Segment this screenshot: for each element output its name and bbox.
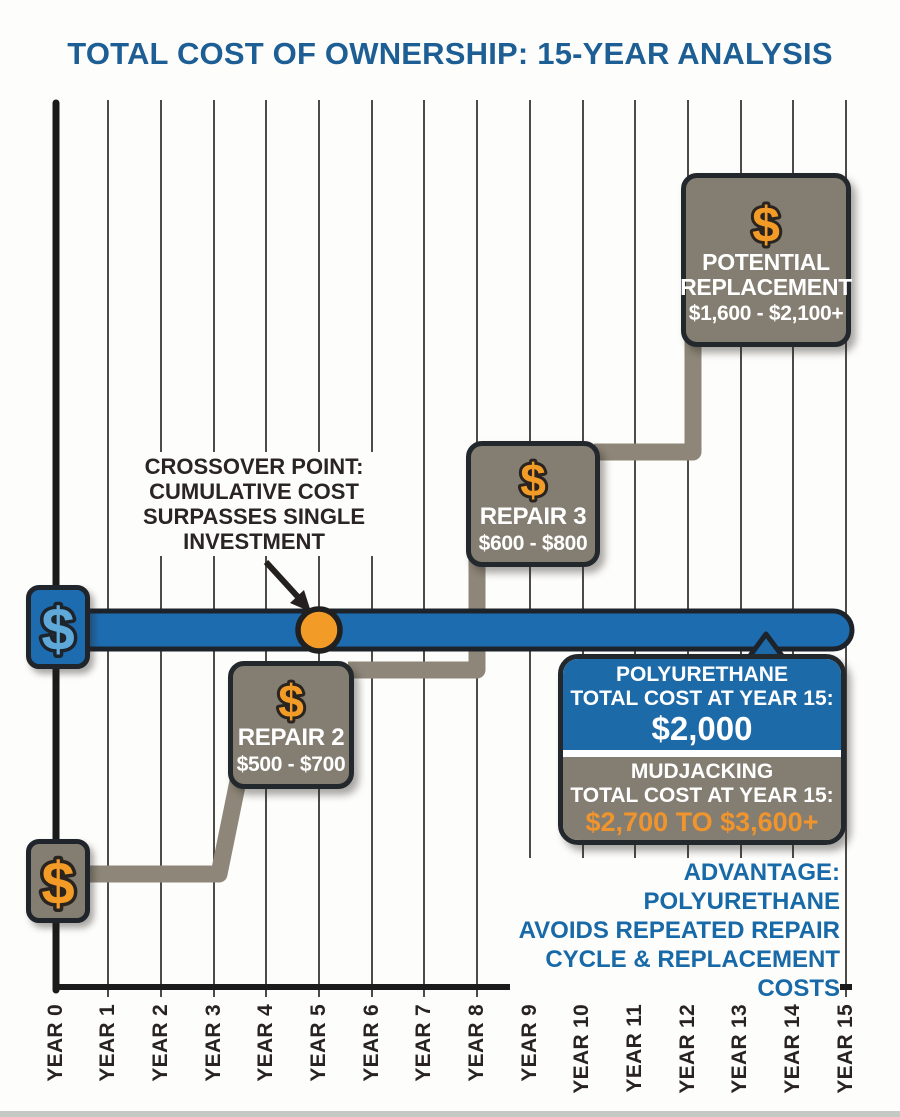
svg-text:$: $	[520, 454, 546, 504]
replacement-title-line1: POTENTIAL	[702, 248, 830, 275]
mudjacking-label: TOTAL COST AT YEAR 15:	[570, 784, 834, 807]
x-axis-label-year-5: YEAR 5	[307, 1004, 330, 1082]
x-axis-label-year-12: YEAR 12	[676, 1004, 699, 1094]
summary-divider	[563, 750, 841, 757]
mudjacking-summary-section: MUDJACKING TOTAL COST AT YEAR 15: $2,700…	[563, 757, 841, 840]
x-axis-label-year-4: YEAR 4	[254, 1004, 277, 1082]
x-axis-label-year-13: YEAR 13	[728, 1004, 751, 1094]
mudjacking-start-badge: $	[26, 839, 90, 923]
repair-2-title: REPAIR 2	[237, 723, 345, 751]
replacement-cost-range: $1,600 - $2,100+	[688, 302, 844, 326]
x-axis-label-year-8: YEAR 8	[465, 1004, 488, 1082]
crossover-arrow-icon	[263, 559, 311, 612]
repair-3-callout: $ REPAIR 3 $600 - $800	[466, 441, 600, 567]
year-15-cost-summary: POLYURETHANE TOTAL COST AT YEAR 15: $2,0…	[558, 654, 846, 845]
advantage-line-2: AVOIDS REPEATED REPAIR	[518, 917, 840, 944]
polyurethane-bar	[55, 608, 855, 652]
crossover-line-1: CROSSOVER POINT:	[144, 454, 364, 479]
crossover-point-marker	[295, 606, 343, 654]
dollar-icon: $	[517, 452, 549, 504]
mudjacking-name: MUDJACKING	[630, 760, 774, 783]
replacement-title-line2: REPLACEMENT	[680, 274, 852, 300]
polyurethane-name: POLYURETHANE	[616, 662, 788, 686]
crossover-line-4: INVESTMENT	[183, 529, 325, 554]
mudjacking-total-value: $2,700 TO $3,600+	[585, 807, 819, 837]
x-axis-label-year-0: YEAR 0	[44, 1004, 67, 1082]
crossover-line-2: CUMULATIVE COST	[149, 479, 359, 504]
x-axis-label-year-6: YEAR 6	[360, 1004, 383, 1082]
bottom-edge-strip	[0, 1111, 900, 1117]
crossover-line-3: SURPASSES SINGLE	[142, 504, 366, 529]
advantage-line-1: ADVANTAGE: POLYURETHANE	[643, 859, 840, 915]
repair-2-cost-range: $500 - $700	[236, 753, 346, 777]
repair-3-title: REPAIR 3	[479, 502, 587, 530]
dollar-icon: $	[275, 673, 307, 725]
svg-text:$: $	[41, 596, 74, 660]
x-axis-label-year-9: YEAR 9	[518, 1004, 541, 1082]
x-axis-label-year-15: YEAR 15	[834, 1004, 857, 1094]
polyurethane-summary-section: POLYURETHANE TOTAL COST AT YEAR 15: $2,0…	[563, 659, 841, 750]
crossover-annotation: CROSSOVER POINT: CUMULATIVE COST SURPASS…	[128, 452, 380, 556]
x-axis-label-year-7: YEAR 7	[412, 1004, 435, 1082]
dollar-icon: $	[38, 848, 78, 914]
x-axis-label-year-1: YEAR 1	[96, 1004, 119, 1082]
svg-text:$: $	[278, 675, 304, 725]
polyurethane-label: TOTAL COST AT YEAR 15:	[570, 686, 834, 710]
mudjacking-step-line	[90, 335, 702, 883]
x-axis-label-year-3: YEAR 3	[202, 1004, 225, 1082]
svg-text:$: $	[752, 197, 780, 250]
polyurethane-start-badge: $	[26, 585, 90, 669]
x-axis-label-year-11: YEAR 11	[623, 1004, 646, 1093]
x-axis-label-year-2: YEAR 2	[149, 1004, 172, 1082]
x-axis-label-year-14: YEAR 14	[781, 1004, 804, 1094]
dollar-icon: $	[749, 194, 783, 250]
svg-text:$: $	[41, 850, 74, 914]
advantage-line-3: CYCLE & REPLACEMENT COSTS	[545, 946, 840, 1002]
potential-replacement-callout: $ POTENTIAL REPLACEMENT $1,600 - $2,100+	[680, 173, 852, 347]
dollar-icon: $	[38, 594, 78, 660]
x-axis-label-year-10: YEAR 10	[570, 1004, 593, 1094]
repair-3-cost-range: $600 - $800	[478, 532, 588, 556]
advantage-note: ADVANTAGE: POLYURETHANE AVOIDS REPEATED …	[510, 858, 840, 1003]
polyurethane-total-value: $2,000	[651, 709, 753, 747]
page-title: TOTAL COST OF OWNERSHIP: 15-YEAR ANALYSI…	[67, 36, 833, 71]
repair-2-callout: $ REPAIR 2 $500 - $700	[228, 661, 354, 789]
